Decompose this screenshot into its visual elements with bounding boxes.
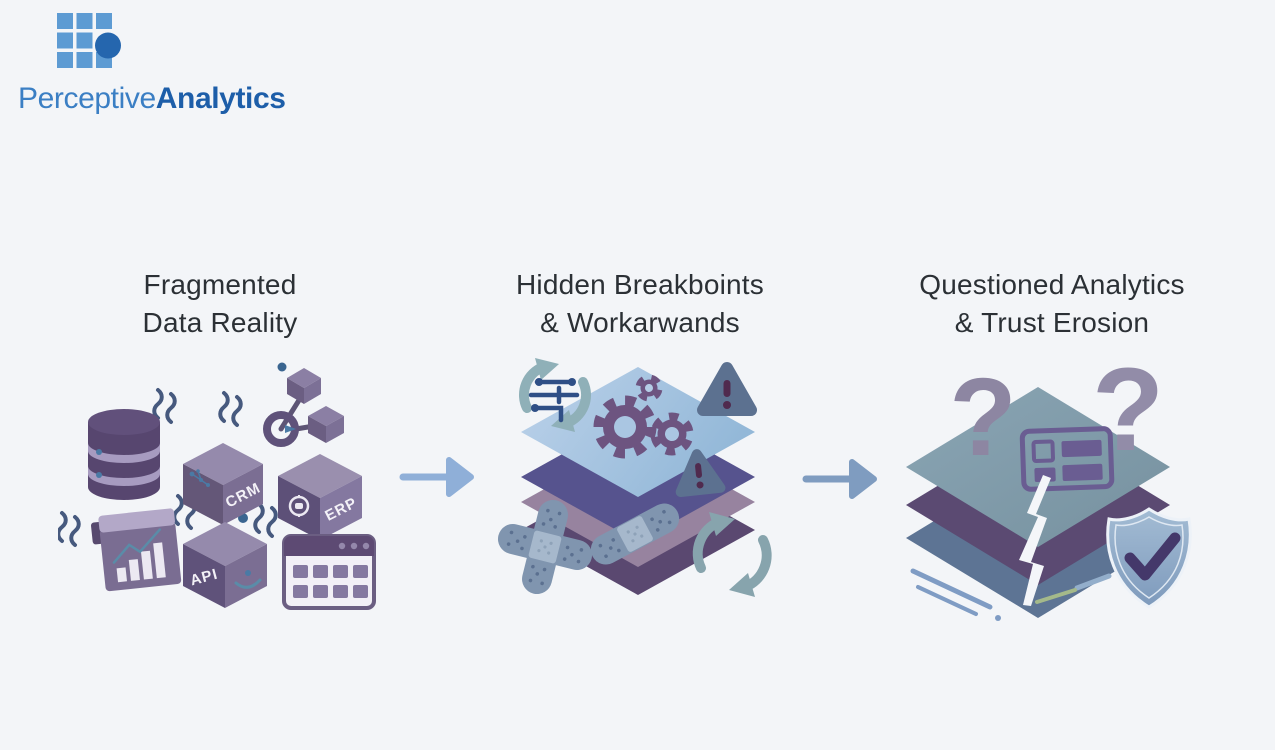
brand-name-regular: Perceptive xyxy=(18,82,156,115)
data-grid-window-icon xyxy=(282,534,376,610)
brand-name-bold: Analytics xyxy=(155,82,286,115)
warning-triangle-icon xyxy=(675,449,726,498)
mini-cube-icon xyxy=(287,368,321,404)
heading-line: & Workarwands xyxy=(540,307,740,338)
erp-cube-icon: ERP xyxy=(278,454,362,540)
flow-arrow-icon xyxy=(399,457,474,497)
question-mark: ? xyxy=(1092,355,1164,476)
warning-triangle-icon xyxy=(697,362,757,416)
molecule-scribble xyxy=(189,469,210,487)
sketch-lines xyxy=(910,568,1112,621)
panel-heading-hidden-breakpoints: Hidden Breakboints & Workarwands xyxy=(450,266,830,342)
panel-heading-fragmented-data: Fragmented Data Reality xyxy=(30,266,410,342)
fragmented-data-illustration: CRM ERP xyxy=(58,362,376,610)
heading-line: & Trust Erosion xyxy=(954,307,1150,338)
refresh-cycle-icon xyxy=(519,358,591,432)
api-label: API xyxy=(188,566,219,590)
api-cube-icon: API xyxy=(183,522,267,608)
heading-line: Questioned Analytics xyxy=(919,269,1185,300)
flow-arrow-icon xyxy=(802,459,877,499)
disconnect-squiggles-icon xyxy=(58,388,278,547)
heading-line: Data Reality xyxy=(142,307,298,338)
hidden-breakpoints-illustration xyxy=(494,358,772,598)
brand-name: PerceptiveAnalytics xyxy=(18,82,286,116)
panel-heading-questioned-analytics: Questioned Analytics & Trust Erosion xyxy=(862,266,1242,342)
network-nodes-icon xyxy=(263,368,344,447)
refresh-cycle-icon xyxy=(692,512,772,597)
database-icon xyxy=(88,409,160,500)
trust-shield-icon xyxy=(1106,507,1192,609)
grid-cells xyxy=(293,565,368,598)
questioned-analytics-illustration: ? ? xyxy=(906,355,1192,621)
heading-line: Hidden Breakboints xyxy=(516,269,764,300)
sliders-icon xyxy=(528,378,580,423)
question-mark: ? xyxy=(949,356,1016,479)
api-face-icon xyxy=(234,570,262,589)
logo-grid-icon xyxy=(57,13,121,68)
crack-lightning-icon xyxy=(1019,475,1051,606)
check-icon xyxy=(1124,532,1181,581)
erp-face-icon xyxy=(288,495,310,517)
logo-dot xyxy=(95,32,121,59)
heading-line: Fragmented xyxy=(143,269,297,300)
bar-chart-icon xyxy=(90,508,182,592)
crm-cube-icon: CRM xyxy=(183,443,264,525)
mini-cube-icon xyxy=(308,406,344,443)
